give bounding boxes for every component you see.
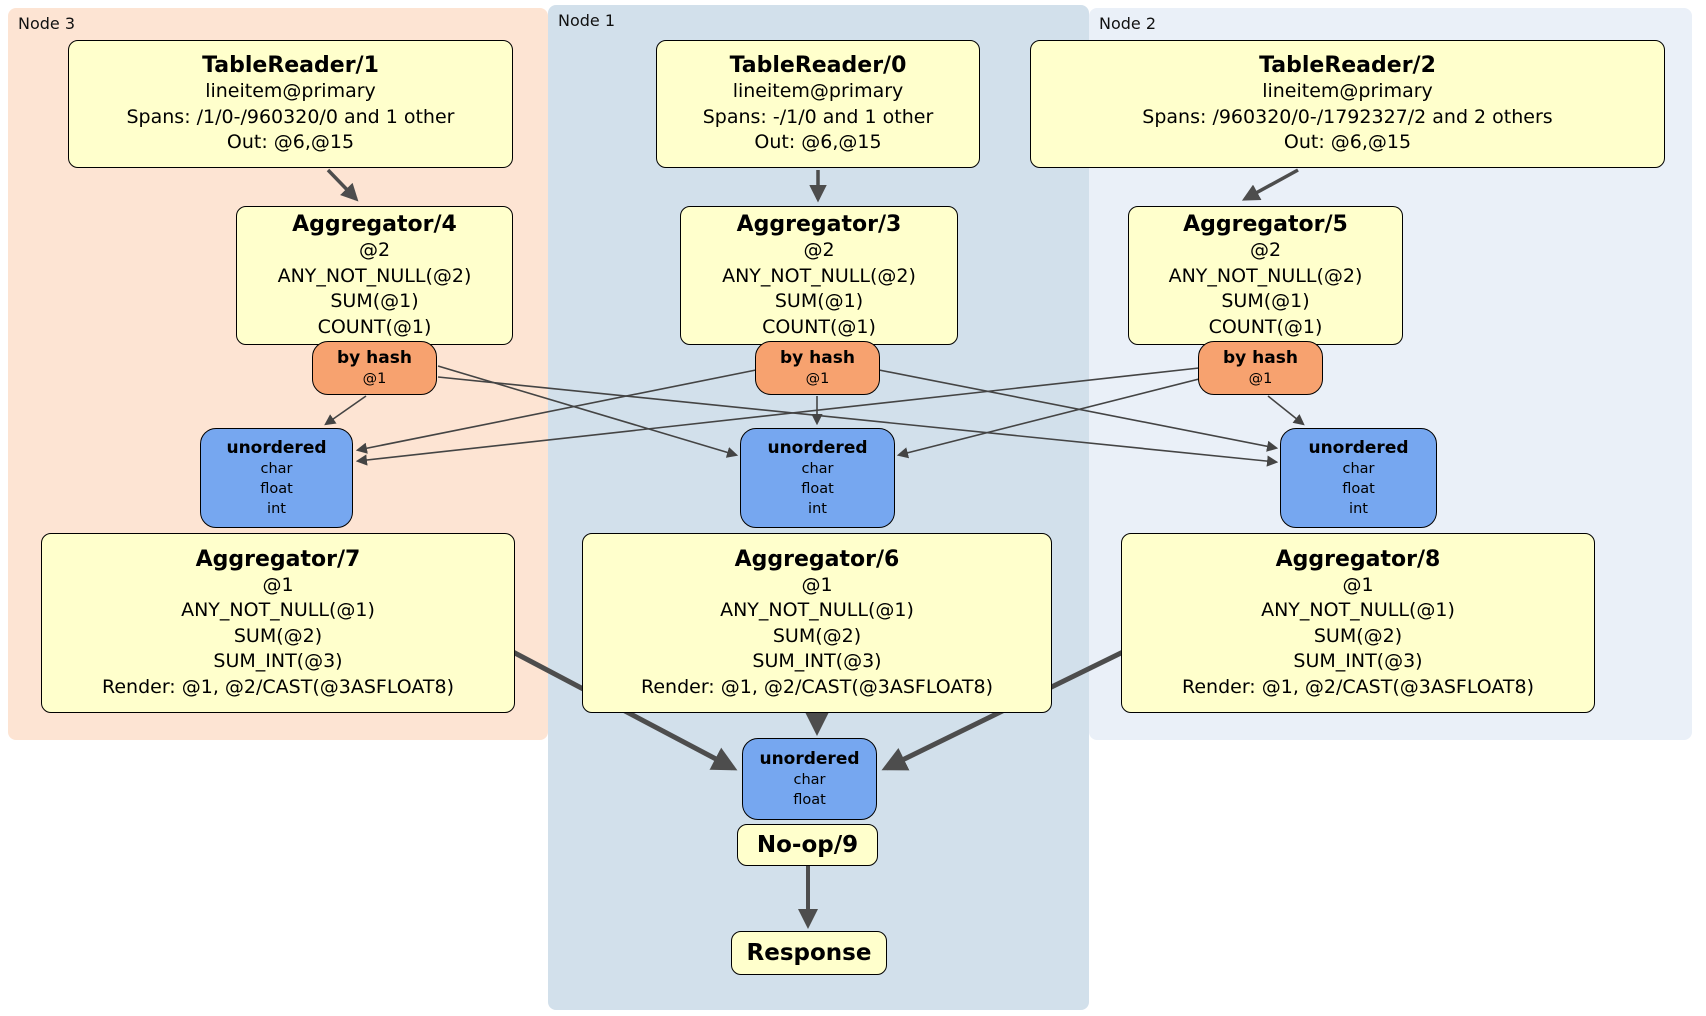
tablereader-2-spans: Spans: /960320/0-/1792327/2 and 2 others	[1142, 105, 1553, 128]
hash-router-node3-title: by hash	[337, 348, 412, 368]
hash-router-node1-title: by hash	[780, 348, 855, 368]
unordered-sync-node3: unordered char float int	[200, 428, 353, 528]
aggregator-6-render: Render: @1, @2/CAST(@3ASFLOAT8)	[641, 675, 993, 698]
aggregator-7-group: @1	[262, 573, 294, 596]
node3-label: Node 3	[18, 14, 76, 33]
tablereader-2-out: Out: @6,@15	[1283, 131, 1412, 154]
unordered-sync-node2-col1: char	[1342, 461, 1375, 477]
tablereader-0-index: lineitem@primary	[732, 80, 904, 103]
aggregator-7-box: Aggregator/7 @1 ANY_NOT_NULL(@1) SUM(@2)…	[41, 533, 515, 713]
aggregator-5-title: Aggregator/5	[1183, 212, 1348, 237]
unordered-sync-node3-col1: char	[260, 461, 293, 477]
unordered-sync-node1-title: unordered	[767, 438, 868, 458]
aggregator-4-fn3: COUNT(@1)	[317, 315, 432, 338]
tablereader-1-box: TableReader/1 lineitem@primary Spans: /1…	[68, 40, 513, 168]
aggregator-5-fn2: SUM(@1)	[1221, 290, 1310, 312]
aggregator-8-group: @1	[1342, 573, 1374, 596]
unordered-sync-node2-col2: float	[1342, 481, 1375, 497]
unordered-sync-node2-col3: int	[1349, 501, 1368, 517]
unordered-sync-node3-col2: float	[260, 481, 293, 497]
tablereader-0-box: TableReader/0 lineitem@primary Spans: -/…	[656, 40, 980, 168]
hash-router-node2-cols: @1	[1248, 371, 1273, 387]
aggregator-7-fn3: SUM_INT(@3)	[213, 650, 343, 673]
aggregator-6-fn2: SUM(@2)	[772, 624, 862, 647]
unordered-sync-node1-col3: int	[808, 501, 827, 517]
hash-router-node3: by hash @1	[312, 341, 437, 395]
aggregator-5-group: @2	[1249, 239, 1282, 261]
aggregator-4-fn2: SUM(@1)	[330, 290, 419, 312]
response-title: Response	[746, 940, 872, 966]
aggregator-4-box: Aggregator/4 @2 ANY_NOT_NULL(@2) SUM(@1)…	[236, 206, 513, 345]
aggregator-6-fn1: ANY_NOT_NULL(@1)	[720, 599, 914, 622]
unordered-sync-node3-col3: int	[267, 501, 286, 517]
aggregator-4-title: Aggregator/4	[292, 212, 457, 237]
aggregator-3-fn2: SUM(@1)	[774, 290, 864, 312]
aggregator-6-group: @1	[801, 573, 833, 596]
aggregator-3-box: Aggregator/3 @2 ANY_NOT_NULL(@2) SUM(@1)…	[680, 206, 958, 345]
aggregator-5-fn3: COUNT(@1)	[1208, 315, 1323, 338]
tablereader-0-title: TableReader/0	[729, 53, 907, 79]
hash-router-node1: by hash @1	[755, 341, 880, 395]
aggregator-4-group: @2	[358, 239, 391, 261]
tablereader-0-out: Out: @6,@15	[754, 131, 882, 154]
node1-label: Node 1	[558, 11, 616, 30]
unordered-sync-final-col2: float	[793, 792, 826, 808]
aggregator-6-box: Aggregator/6 @1 ANY_NOT_NULL(@1) SUM(@2)…	[582, 533, 1052, 713]
aggregator-3-fn1: ANY_NOT_NULL(@2)	[722, 264, 916, 287]
aggregator-3-title: Aggregator/3	[736, 212, 902, 237]
unordered-sync-node2: unordered char float int	[1280, 428, 1437, 528]
unordered-sync-node1-col1: char	[801, 461, 834, 477]
aggregator-8-fn3: SUM_INT(@3)	[1293, 650, 1423, 673]
unordered-sync-node1-col2: float	[801, 481, 834, 497]
tablereader-2-box: TableReader/2 lineitem@primary Spans: /9…	[1030, 40, 1665, 168]
aggregator-7-render: Render: @1, @2/CAST(@3ASFLOAT8)	[102, 675, 454, 698]
tablereader-1-out: Out: @6,@15	[226, 131, 355, 154]
unordered-sync-node3-title: unordered	[226, 438, 327, 458]
aggregator-6-fn3: SUM_INT(@3)	[752, 650, 882, 673]
aggregator-4-fn1: ANY_NOT_NULL(@2)	[277, 264, 472, 287]
tablereader-1-title: TableReader/1	[202, 53, 379, 79]
aggregator-8-fn1: ANY_NOT_NULL(@1)	[1261, 599, 1455, 622]
tablereader-2-index: lineitem@primary	[1262, 80, 1433, 103]
tablereader-2-title: TableReader/2	[1259, 53, 1436, 79]
hash-router-node3-cols: @1	[362, 371, 387, 387]
noop-9-box: No-op/9	[737, 824, 878, 866]
aggregator-3-group: @2	[803, 239, 835, 261]
aggregator-7-fn1: ANY_NOT_NULL(@1)	[181, 599, 375, 622]
tablereader-0-spans: Spans: -/1/0 and 1 other	[702, 105, 934, 128]
hash-router-node2-title: by hash	[1223, 348, 1298, 368]
aggregator-7-fn2: SUM(@2)	[233, 624, 323, 647]
unordered-sync-node1: unordered char float int	[740, 428, 895, 528]
unordered-sync-node2-title: unordered	[1308, 438, 1409, 458]
unordered-sync-final-title: unordered	[759, 749, 860, 769]
aggregator-8-render: Render: @1, @2/CAST(@3ASFLOAT8)	[1182, 675, 1534, 698]
unordered-sync-final: unordered char float	[742, 738, 877, 820]
aggregator-8-fn2: SUM(@2)	[1313, 624, 1403, 647]
hash-router-node1-cols: @1	[805, 371, 830, 387]
hash-router-node2: by hash @1	[1198, 341, 1323, 395]
aggregator-8-title: Aggregator/8	[1275, 546, 1441, 572]
tablereader-1-index: lineitem@primary	[205, 80, 376, 103]
aggregator-5-fn1: ANY_NOT_NULL(@2)	[1168, 264, 1363, 287]
noop-9-title: No-op/9	[756, 832, 859, 858]
node2-label: Node 2	[1099, 14, 1157, 33]
response-box: Response	[731, 931, 887, 975]
aggregator-7-title: Aggregator/7	[195, 546, 361, 572]
aggregator-6-title: Aggregator/6	[734, 546, 900, 572]
tablereader-1-spans: Spans: /1/0-/960320/0 and 1 other	[126, 105, 455, 128]
unordered-sync-final-col1: char	[793, 772, 826, 788]
aggregator-3-fn3: COUNT(@1)	[762, 315, 876, 338]
aggregator-5-box: Aggregator/5 @2 ANY_NOT_NULL(@2) SUM(@1)…	[1128, 206, 1403, 345]
aggregator-8-box: Aggregator/8 @1 ANY_NOT_NULL(@1) SUM(@2)…	[1121, 533, 1595, 713]
